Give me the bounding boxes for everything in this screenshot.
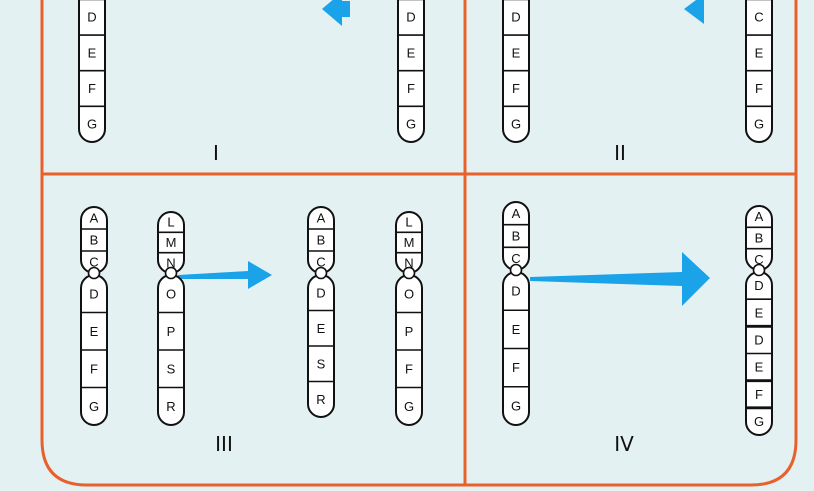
band-label: D bbox=[89, 286, 98, 301]
III-4-p-arm-outline bbox=[395, 211, 423, 274]
band-label: D bbox=[406, 10, 415, 25]
chromosome-IV-before: ABC D E F G bbox=[502, 201, 530, 426]
band-label: G bbox=[87, 117, 97, 132]
band-label: G bbox=[511, 398, 521, 413]
panel-frame bbox=[40, 0, 798, 487]
arrow-panel-3 bbox=[178, 261, 272, 289]
band-label: D bbox=[511, 284, 520, 299]
panel-label-2: II bbox=[614, 141, 626, 165]
III-3-p-arm-outline bbox=[307, 206, 335, 274]
band-label: D bbox=[754, 278, 763, 293]
band-label: N bbox=[404, 255, 413, 270]
centromere bbox=[314, 266, 328, 280]
IV-before-p-arm-outline bbox=[502, 201, 530, 271]
band-label: N bbox=[166, 255, 175, 270]
band-label: E bbox=[755, 45, 764, 60]
band-label: E bbox=[88, 45, 97, 60]
panel-label-4: IV bbox=[614, 432, 634, 456]
band-label: G bbox=[754, 414, 764, 429]
centromere bbox=[402, 266, 416, 280]
chromosomes-layer: DEFGDEFGDEFGCEFGABCDEFGLMNOPSRABCDESRLMN… bbox=[78, 0, 773, 436]
band-label: L bbox=[167, 215, 174, 230]
chromosome-III-4: LMN O P F G bbox=[395, 211, 423, 426]
band-label: E bbox=[755, 305, 764, 320]
panel-label-3: III bbox=[215, 432, 233, 456]
band-label: S bbox=[317, 356, 326, 371]
arrow-panel-4 bbox=[530, 252, 710, 306]
band-label: D bbox=[316, 285, 325, 300]
band-label: F bbox=[88, 81, 96, 96]
band-label: F bbox=[755, 387, 763, 402]
band-label: E bbox=[755, 360, 764, 375]
chromosome-I-before: D E F G bbox=[78, 0, 106, 143]
band-label: E bbox=[317, 321, 326, 336]
band-label: F bbox=[512, 360, 520, 375]
band-label: M bbox=[166, 235, 177, 250]
chromosome-II-before: D E F G bbox=[502, 0, 530, 143]
band-label: B bbox=[317, 233, 326, 248]
band-label: A bbox=[90, 211, 99, 226]
band-label: C bbox=[89, 255, 98, 270]
band-label: G bbox=[754, 117, 764, 132]
chromosome-III-2: LMN O P S R bbox=[157, 211, 185, 426]
IV-after-p-arm-outline bbox=[745, 205, 773, 271]
band-label: F bbox=[405, 361, 413, 376]
band-label: M bbox=[404, 235, 415, 250]
band-label: B bbox=[755, 231, 764, 246]
band-label: P bbox=[405, 324, 414, 339]
band-label: E bbox=[512, 322, 521, 337]
band-label: O bbox=[404, 286, 414, 301]
band-label: P bbox=[167, 324, 176, 339]
band-label: A bbox=[317, 211, 326, 226]
centromere bbox=[164, 266, 178, 280]
band-label: F bbox=[755, 81, 763, 96]
band-label: D bbox=[87, 10, 96, 25]
band-label: G bbox=[511, 117, 521, 132]
centromere bbox=[752, 263, 766, 277]
band-label: R bbox=[316, 392, 325, 407]
panel-label-1: I bbox=[213, 141, 219, 165]
band-label: C bbox=[754, 252, 763, 267]
band-label: E bbox=[512, 45, 521, 60]
band-label: F bbox=[407, 81, 415, 96]
band-label: E bbox=[407, 45, 416, 60]
band-label: G bbox=[404, 399, 414, 414]
band-label: F bbox=[90, 361, 98, 376]
chromosome-I-after: D E F G bbox=[397, 0, 425, 143]
band-label: C bbox=[316, 255, 325, 270]
centromere bbox=[509, 263, 523, 277]
band-label: S bbox=[167, 361, 176, 376]
III-2-p-arm-outline bbox=[157, 211, 185, 274]
band-label: L bbox=[405, 215, 412, 230]
band-label: G bbox=[406, 117, 416, 132]
band-label: C bbox=[754, 10, 763, 25]
band-label: A bbox=[755, 209, 764, 224]
centromere bbox=[87, 266, 101, 280]
band-label: B bbox=[90, 233, 99, 248]
band-label: D bbox=[754, 332, 763, 347]
band-label: E bbox=[90, 324, 99, 339]
band-label: C bbox=[511, 251, 520, 266]
chromosome-III-1: ABC D E F G bbox=[80, 206, 108, 426]
band-label: O bbox=[166, 286, 176, 301]
arrow-panel-2 bbox=[684, 0, 704, 24]
chromosome-II-after: C E F G bbox=[745, 0, 773, 143]
band-label: A bbox=[512, 206, 521, 221]
band-label: B bbox=[512, 229, 521, 244]
band-label: F bbox=[512, 81, 520, 96]
band-label: G bbox=[89, 399, 99, 414]
band-label: D bbox=[511, 10, 520, 25]
arrow-panel-1 bbox=[322, 0, 350, 26]
III-1-p-arm-outline bbox=[80, 206, 108, 274]
band-label: R bbox=[166, 399, 175, 414]
